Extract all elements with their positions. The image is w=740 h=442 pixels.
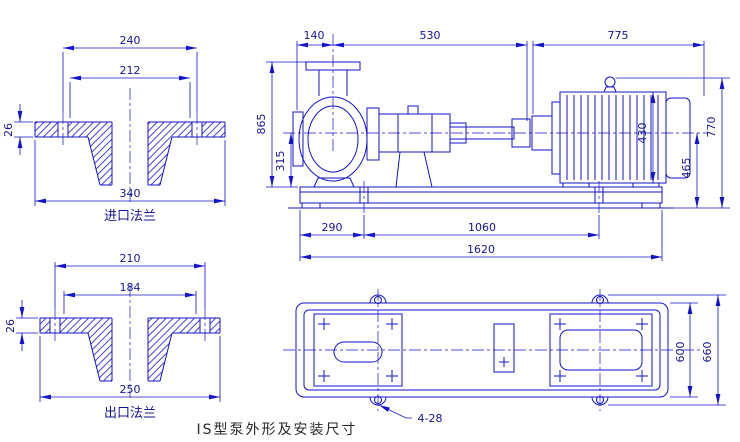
- pump-mount-slot: [333, 341, 383, 363]
- dim-label-430: 430: [636, 123, 649, 144]
- drawing-caption: IS型泵外形及安装尺寸: [196, 422, 357, 438]
- dim-inlet-340: 340: [34, 140, 226, 206]
- dim-plan-600: 600: [670, 302, 698, 398]
- dim-inlet-26: 26: [2, 104, 33, 155]
- casing-cover: [292, 111, 304, 167]
- anchor-holes-note: 4-28: [378, 404, 443, 425]
- dim-outlet-184: 184: [63, 281, 197, 314]
- outlet-flange-label: 出口法兰: [104, 406, 156, 421]
- pump-mount-pad: [313, 313, 403, 387]
- eyebolt-base: [603, 86, 617, 93]
- dim-label-770: 770: [705, 117, 718, 138]
- pump-bolt-crosses: [318, 318, 398, 382]
- baseplate: [299, 186, 663, 204]
- pump-side-view: 140 530 775 865 315 430 465 770: [255, 29, 730, 261]
- motor-endbell: [551, 101, 561, 175]
- anchor-holes-label: 4-28: [418, 412, 443, 425]
- anchor-hole: [596, 396, 604, 404]
- anchor-tabs: [369, 294, 609, 406]
- motor-footprint: [559, 329, 643, 371]
- dim-label-1620: 1620: [467, 243, 495, 256]
- dim-label-775: 775: [608, 29, 629, 42]
- dim-label-600: 600: [674, 342, 687, 363]
- dim-inlet-240: 240: [62, 34, 198, 112]
- bracket-support: [395, 151, 433, 188]
- dim-inlet-212: 212: [69, 64, 191, 118]
- dim-label-outlet-250: 250: [120, 383, 141, 396]
- dim-label-140: 140: [304, 29, 325, 42]
- bracket-flange: [366, 107, 380, 161]
- anchor-centerlines: [363, 181, 600, 213]
- anchor-hole: [374, 296, 382, 304]
- outlet-flange-section: [39, 285, 221, 398]
- plan-centerlines-vertical: [377, 289, 601, 411]
- motor-mount-pad: [549, 313, 653, 387]
- dim-label-outlet-184: 184: [120, 281, 141, 294]
- dim-outlet-250: 250: [39, 336, 221, 402]
- inlet-flange-section: [34, 88, 226, 202]
- motor-bolt-crosses: [554, 318, 648, 382]
- anchor-bolts: [359, 187, 604, 203]
- base-pad-right: [641, 202, 661, 209]
- dim-top-row: 140 530 775: [296, 29, 705, 121]
- oil-plug: [407, 105, 419, 115]
- motor-body: [559, 91, 667, 184]
- dim-label-530: 530: [420, 29, 441, 42]
- motor-foot-front: [562, 182, 590, 188]
- dim-left-column: 865 315: [255, 61, 306, 188]
- dim-label-inlet-240: 240: [120, 34, 141, 47]
- outlet-centerlines: [54, 285, 206, 398]
- eyebolt-icon: [604, 76, 616, 88]
- pump-assembly: [283, 34, 708, 213]
- inlet-flange-view: 240 212 26 340 进口法兰: [2, 34, 226, 224]
- dim-label-outlet-210: 210: [120, 252, 141, 265]
- inlet-flange-label: 进口法兰: [104, 209, 156, 224]
- dim-label-660: 660: [701, 342, 714, 363]
- dim-label-inlet-212: 212: [120, 64, 141, 77]
- dim-label-1060: 1060: [468, 221, 496, 234]
- dim-label-465: 465: [680, 158, 693, 179]
- base-pad-left: [301, 202, 321, 209]
- pump-foot: [313, 177, 355, 188]
- dim-label-outlet-26: 26: [4, 319, 17, 333]
- dim-label-inlet-26: 26: [2, 123, 15, 137]
- anchor-hole: [374, 396, 382, 404]
- dim-label-315: 315: [274, 151, 287, 172]
- dim-label-865: 865: [255, 114, 268, 135]
- dim-outlet-210: 210: [54, 252, 206, 308]
- dim-bottom-rows: 290 1060 1620: [299, 210, 663, 261]
- anchor-hole: [596, 296, 604, 304]
- dim-right-column: 430 465 770: [616, 77, 730, 209]
- inlet-centerlines: [62, 88, 198, 202]
- dim-outlet-26: 26: [4, 300, 38, 351]
- dim-plan-660: 660: [608, 294, 726, 406]
- base-top-view: 600 660 4-28: [283, 289, 726, 425]
- motor-foot-rear: [632, 182, 660, 188]
- dim-label-290: 290: [322, 221, 343, 234]
- guard-bolt-cross: [499, 357, 509, 367]
- dim-label-inlet-340: 340: [120, 187, 141, 200]
- motor-fan-cover: [665, 97, 691, 179]
- outlet-flange-view: 210 184 26 250 出口法兰: [4, 252, 221, 421]
- guard-mount-pad: [493, 323, 515, 373]
- suction-pipe: [318, 70, 348, 96]
